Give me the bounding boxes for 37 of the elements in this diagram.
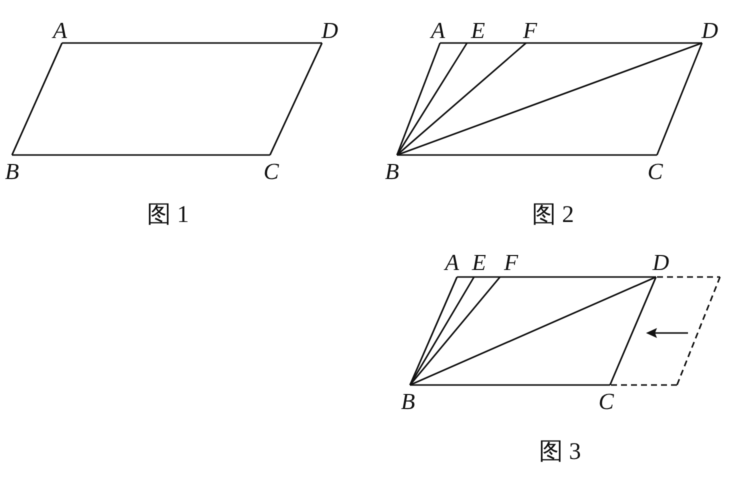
line-segment bbox=[656, 42, 703, 156]
line-segment bbox=[609, 276, 657, 386]
point-label: A bbox=[53, 19, 68, 42]
line-segment bbox=[410, 276, 656, 386]
point-label: B bbox=[5, 160, 20, 183]
line-segment bbox=[396, 42, 702, 156]
point-label: F bbox=[504, 251, 518, 274]
point-label: C bbox=[648, 160, 663, 183]
figure-caption: 图 2 bbox=[532, 202, 574, 228]
point-label: D bbox=[322, 19, 338, 42]
line-segment bbox=[11, 42, 63, 156]
line-segment bbox=[12, 154, 270, 156]
line-segment bbox=[409, 276, 458, 386]
figure-caption: 图 3 bbox=[539, 439, 581, 465]
line-segment bbox=[396, 42, 527, 156]
line-segment bbox=[62, 42, 322, 44]
line-segment bbox=[410, 384, 610, 386]
line-segment bbox=[457, 276, 656, 278]
point-label: D bbox=[702, 19, 718, 42]
line-segment bbox=[409, 276, 475, 386]
point-label: B bbox=[385, 160, 400, 183]
line-segment bbox=[396, 42, 468, 156]
point-label: A bbox=[445, 251, 460, 274]
line-segment bbox=[409, 276, 501, 386]
line-segment bbox=[397, 154, 657, 156]
point-label: E bbox=[472, 251, 486, 274]
line-segment bbox=[396, 42, 441, 156]
point-label: E bbox=[471, 19, 486, 42]
figure-caption: 图 1 bbox=[147, 202, 189, 228]
point-label: C bbox=[598, 390, 614, 413]
line-segment bbox=[269, 42, 323, 156]
point-label: B bbox=[401, 390, 416, 413]
point-label: F bbox=[523, 19, 538, 42]
point-label: D bbox=[652, 251, 670, 274]
point-label: C bbox=[264, 160, 279, 183]
line-segment bbox=[440, 42, 702, 44]
point-label: A bbox=[431, 19, 446, 42]
